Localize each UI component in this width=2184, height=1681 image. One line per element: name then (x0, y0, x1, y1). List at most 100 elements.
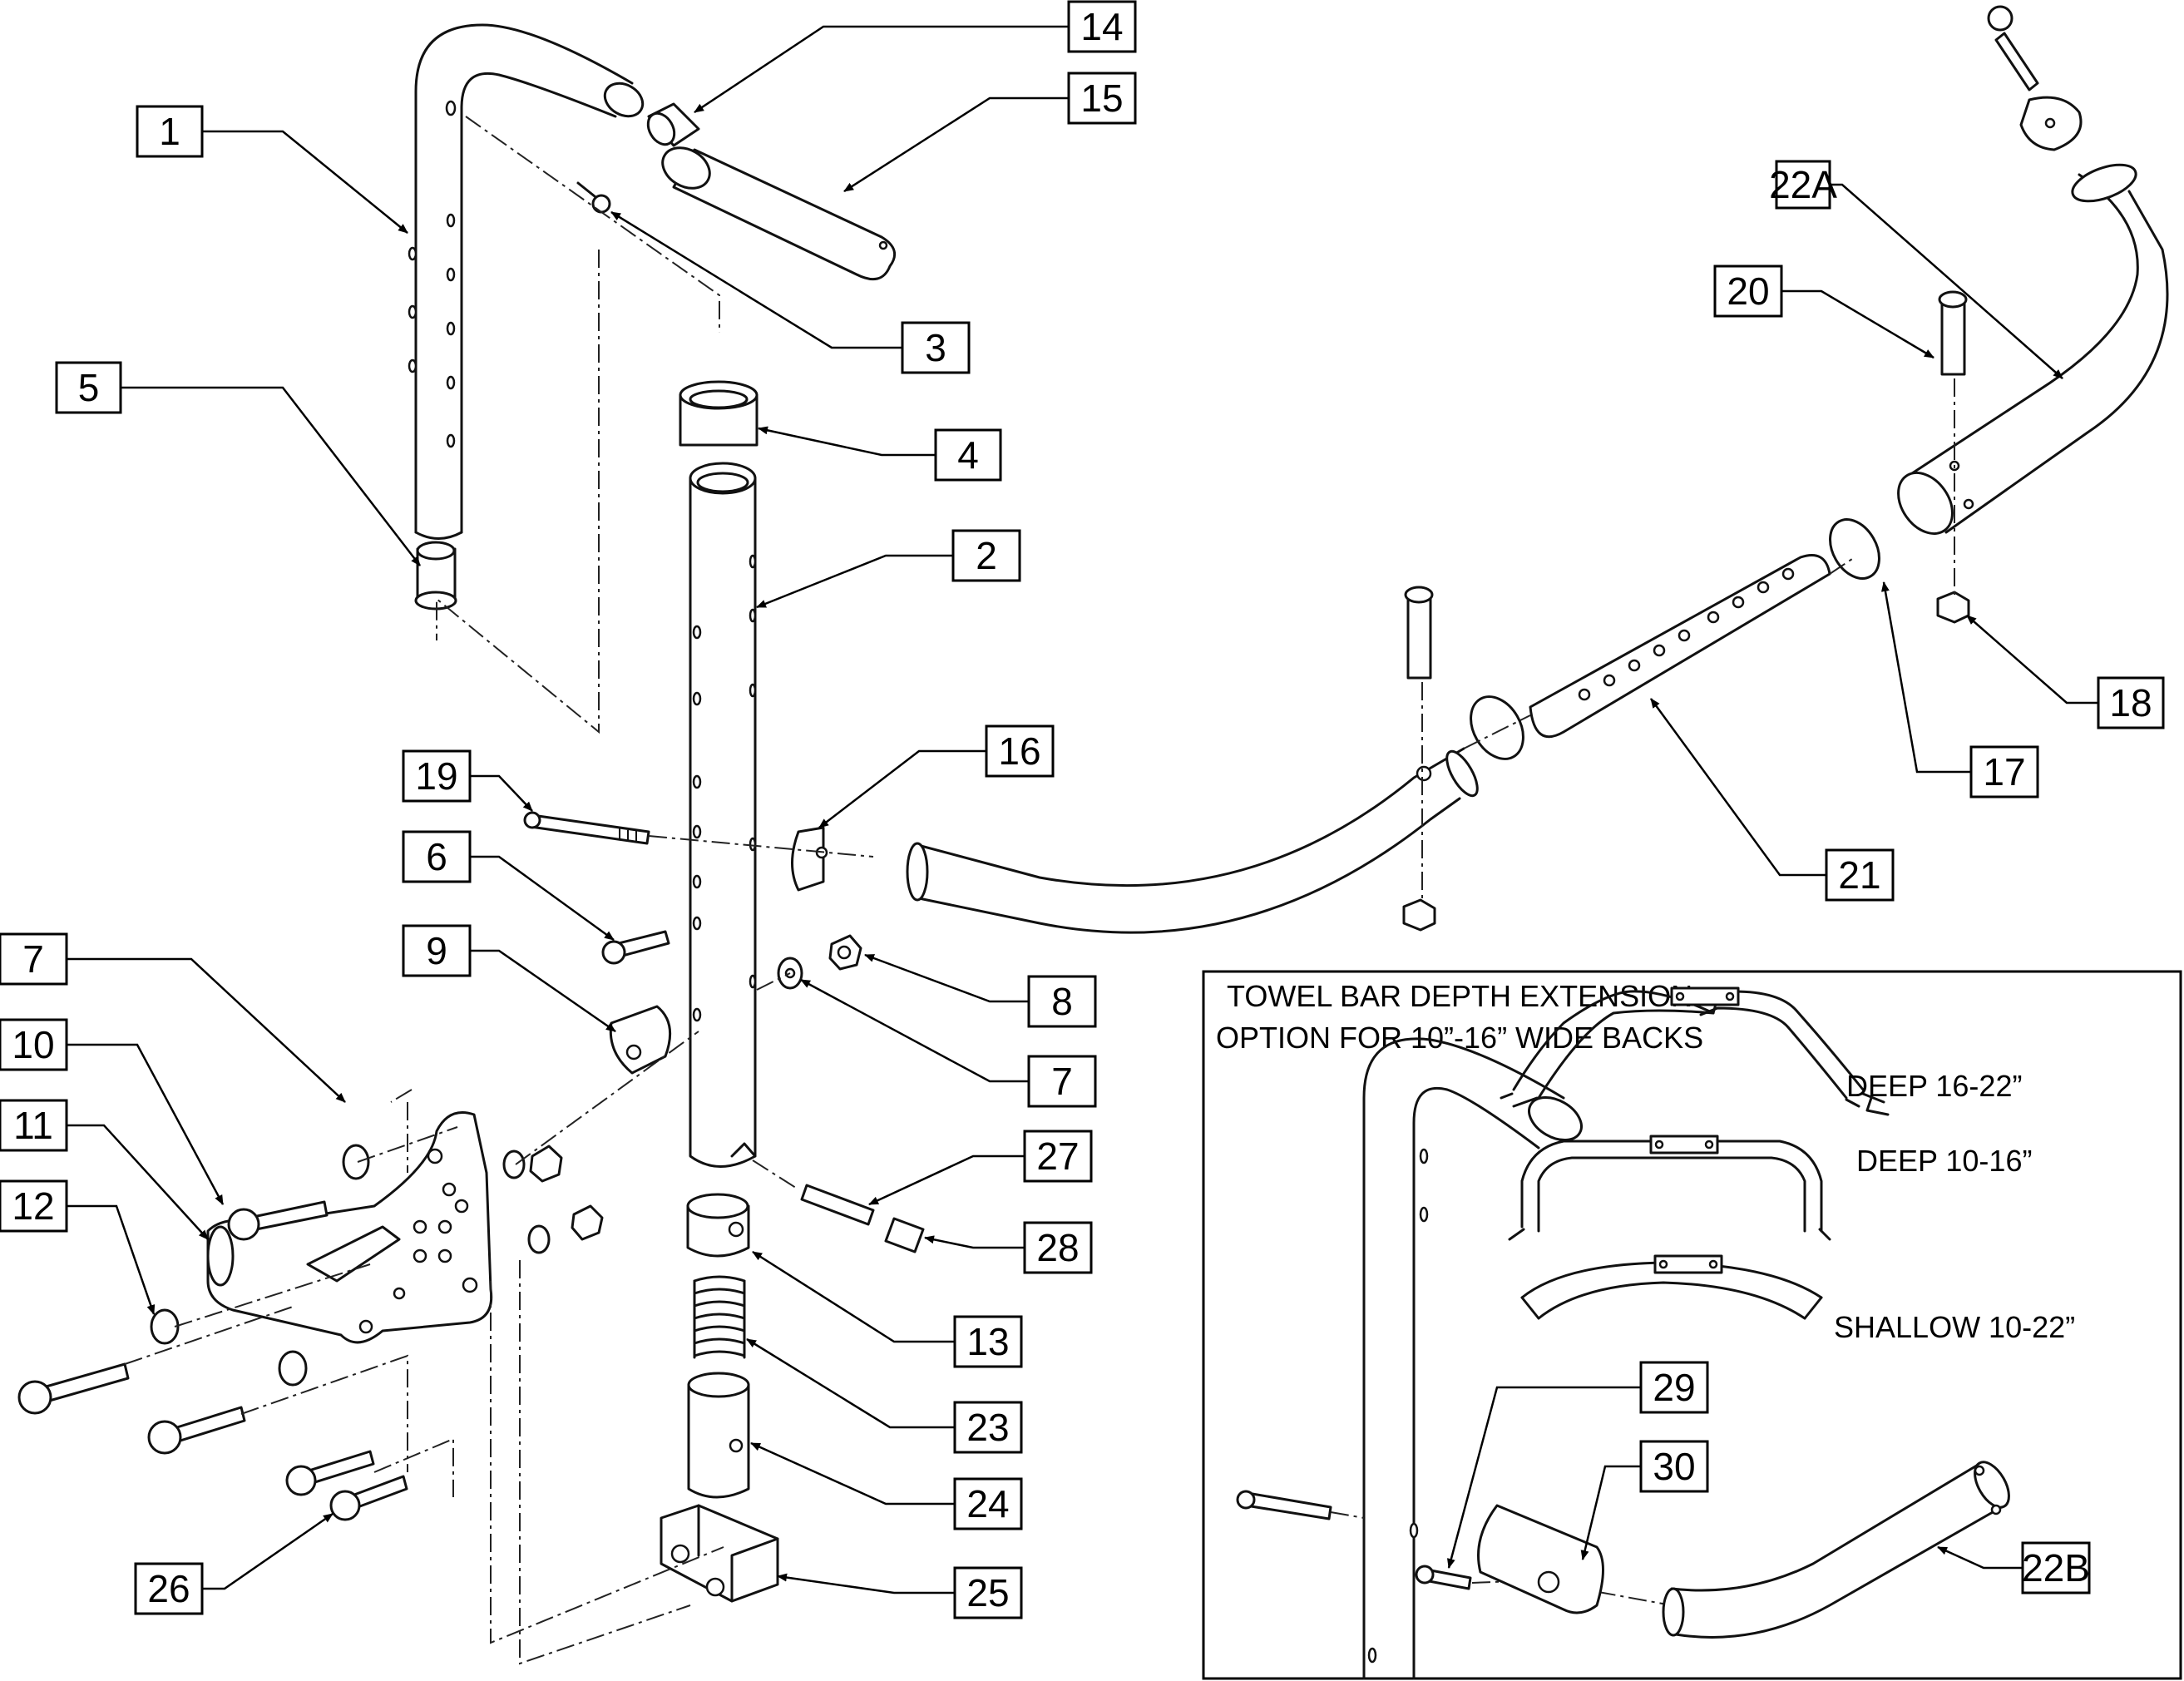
callout-label: 19 (415, 754, 457, 798)
callout-30: 30 (1639, 1440, 1709, 1493)
callout-box (1067, 0, 1137, 53)
callout-label: 10 (12, 1023, 54, 1066)
inset-bracket (1477, 1504, 1604, 1614)
callout-box (1023, 1221, 1093, 1274)
callout-box (402, 749, 472, 803)
tube-bolts-and-nuts (1402, 290, 1970, 932)
callout-box (953, 1566, 1023, 1619)
callout-3: 3 (901, 321, 971, 374)
long-bolt (523, 811, 650, 845)
variant-label-deep-16-22: DEEP 16-22” (1846, 1069, 2022, 1103)
callout-10: 10 (0, 1018, 68, 1071)
callout-label: 28 (1036, 1226, 1079, 1269)
angled-spacer (791, 826, 828, 892)
top-bushing (679, 380, 758, 447)
handle-tube (408, 23, 645, 540)
callout-28: 28 (1023, 1221, 1093, 1274)
cam-spacer (609, 1005, 672, 1075)
callout-7: 7 (0, 932, 68, 986)
pin-and-bushing (800, 1184, 925, 1253)
end-plug (646, 102, 700, 147)
upper-curved-tube (1897, 163, 2169, 535)
callout-box (0, 932, 68, 986)
main-vertical-tube (689, 462, 757, 1168)
callout-12: 12 (0, 1179, 68, 1233)
callout-label: 30 (1653, 1445, 1695, 1488)
callout-label: 23 (966, 1406, 1009, 1449)
callout-7: 7 (1027, 1055, 1097, 1108)
inset-panel (1202, 970, 2182, 1680)
foam-grip (661, 146, 897, 281)
callout-label: 16 (998, 729, 1040, 773)
callout-label: 22A (1769, 163, 1837, 206)
callout-label: 29 (1653, 1366, 1695, 1409)
callout-box (1775, 160, 1831, 210)
callout-box (901, 321, 971, 374)
cap-screw (601, 930, 670, 965)
callout-box (1027, 975, 1097, 1028)
callout-box (953, 1401, 1023, 1454)
leader-lines (67, 25, 2098, 1594)
clamp-rings (1470, 518, 1880, 760)
assembly-axis-lines (124, 116, 1955, 1665)
callout-box (1639, 1440, 1709, 1493)
callout-box (0, 1018, 68, 1071)
callout-label: 3 (925, 326, 946, 369)
callout-label: 9 (426, 929, 447, 972)
callout-label: 25 (966, 1571, 1009, 1614)
callout-1: 1 (136, 105, 204, 158)
callout-label: 21 (1838, 853, 1880, 897)
callout-8: 8 (1027, 975, 1097, 1028)
callout-box (934, 428, 1002, 482)
callout-13: 13 (953, 1315, 1023, 1368)
small-screw (576, 181, 611, 214)
callout-box (0, 1099, 68, 1152)
nut-and-washer (777, 934, 862, 990)
callout-15: 15 (1067, 72, 1137, 125)
callout-label: 20 (1727, 269, 1769, 313)
callout-16: 16 (985, 724, 1055, 778)
callout-label: 11 (13, 1104, 53, 1147)
inset-handle-tube (1362, 1037, 1583, 1680)
variant-label-deep-10-16: DEEP 10-16” (1856, 1144, 2032, 1178)
callout-box (1969, 745, 2039, 798)
callout-box (1023, 1130, 1093, 1183)
callout-box (2021, 1541, 2091, 1594)
callout-box (0, 1179, 68, 1233)
callout-24: 24 (953, 1477, 1023, 1530)
inset-fasteners (1236, 1490, 1673, 1606)
shallow-10-22-bar (1520, 1254, 1823, 1320)
deep-10-16-bar (1508, 1135, 1831, 1241)
callout-9: 9 (402, 924, 472, 977)
callout-17: 17 (1969, 745, 2039, 798)
callout-label: 13 (966, 1320, 1009, 1363)
callout-21: 21 (1825, 848, 1895, 902)
spring-collar (686, 1193, 750, 1258)
callout-5: 5 (55, 361, 122, 414)
bracket-fasteners (17, 1144, 604, 1521)
callout-label: 5 (78, 366, 100, 409)
plunger-sleeve (687, 1372, 750, 1499)
callout-23: 23 (953, 1401, 1023, 1454)
callout-label: 7 (22, 937, 44, 981)
callout-box (985, 724, 1055, 778)
callout-box (136, 105, 204, 158)
spring (693, 1275, 746, 1359)
callout-box (55, 361, 122, 414)
deep-16-22-bar (1500, 986, 1890, 1116)
callout-box (1639, 1361, 1709, 1414)
callout-box (2097, 676, 2165, 729)
callout-18: 18 (2097, 676, 2165, 729)
callout-label: 6 (426, 835, 447, 878)
callout-14: 14 (1067, 0, 1137, 53)
inset-title-line1: TOWEL BAR DEPTH EXTENSION (1227, 979, 1692, 1013)
callout-box (1067, 72, 1137, 125)
callout-box (402, 830, 472, 883)
callout-label: 17 (1983, 750, 2025, 794)
callout-19: 19 (402, 749, 472, 803)
callout-box (953, 1477, 1023, 1530)
base-clamp (660, 1504, 779, 1603)
callout-11: 11 (0, 1099, 68, 1152)
